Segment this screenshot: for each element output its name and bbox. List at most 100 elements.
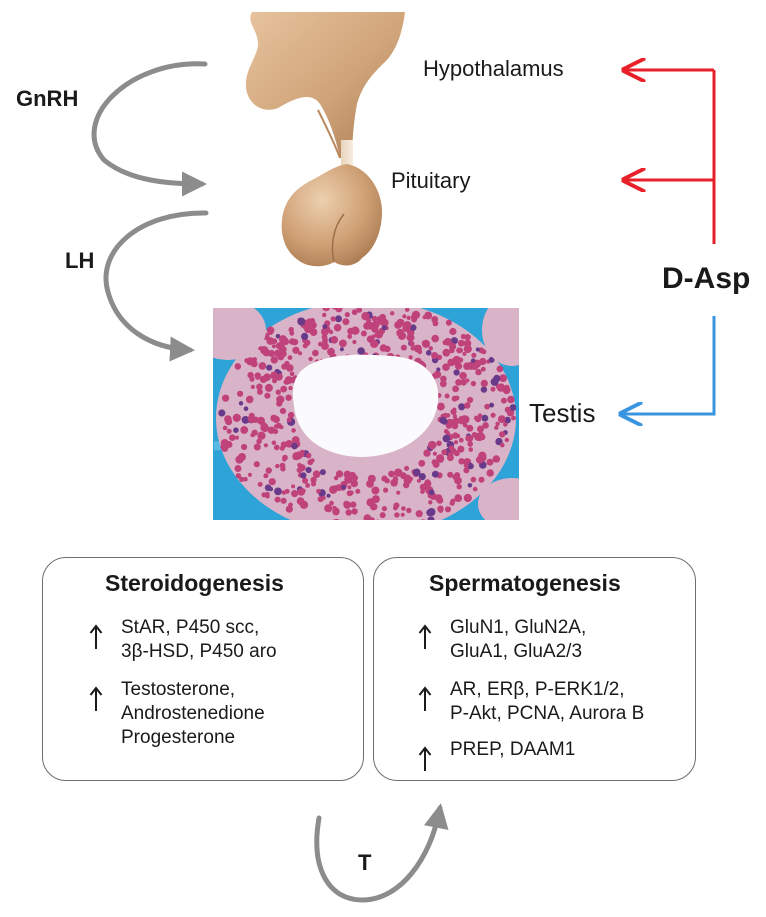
cell-nucleus bbox=[427, 516, 435, 520]
cell-nucleus bbox=[306, 521, 312, 527]
cell-nucleus bbox=[507, 395, 515, 404]
cell-nucleus bbox=[243, 476, 248, 482]
steroid-item-enzymes: StAR, P450 scc, 3β-HSD, P450 aro bbox=[89, 616, 349, 666]
cell-nucleus bbox=[329, 500, 334, 506]
cell-nucleus bbox=[266, 364, 273, 371]
cell-nucleus bbox=[457, 339, 465, 347]
cell-nucleus bbox=[478, 451, 487, 460]
cell-nucleus bbox=[272, 428, 279, 435]
cell-nucleus bbox=[275, 463, 280, 469]
cell-nucleus bbox=[258, 362, 267, 370]
cell-nucleus bbox=[467, 483, 473, 488]
cell-nucleus bbox=[335, 308, 343, 313]
cell-nucleus bbox=[221, 444, 229, 452]
cell-nucleus bbox=[504, 416, 511, 424]
cell-nucleus bbox=[267, 329, 274, 336]
cell-nucleus bbox=[504, 437, 509, 443]
cell-nucleus bbox=[239, 476, 245, 482]
cell-nucleus bbox=[380, 318, 389, 327]
cell-nucleus bbox=[488, 356, 495, 363]
cell-nucleus bbox=[379, 512, 386, 519]
cell-nucleus bbox=[499, 374, 507, 383]
cell-nucleus bbox=[436, 440, 442, 447]
cell-nucleus bbox=[275, 389, 281, 395]
cell-nucleus bbox=[475, 347, 480, 352]
cell-nucleus bbox=[406, 315, 411, 320]
steroidogenesis-box: Steroidogenesis StAR, P450 scc, 3β-HSD, … bbox=[42, 557, 364, 781]
cell-nucleus bbox=[428, 440, 437, 450]
cell-nucleus bbox=[452, 357, 461, 366]
cell-nucleus bbox=[309, 317, 316, 324]
cell-nucleus bbox=[376, 525, 383, 532]
cell-nucleus bbox=[272, 415, 280, 424]
item-line: P-Akt, PCNA, Aurora B bbox=[450, 703, 645, 724]
cell-nucleus bbox=[393, 502, 400, 509]
cell-nucleus bbox=[406, 333, 415, 342]
d-asp-red-arrows bbox=[624, 70, 716, 244]
testis-histology-image bbox=[213, 308, 519, 535]
cell-nucleus bbox=[439, 380, 447, 388]
cell-nucleus bbox=[312, 470, 321, 479]
cell-nucleus bbox=[482, 422, 489, 429]
cell-nucleus bbox=[447, 454, 454, 462]
cell-nucleus bbox=[299, 500, 309, 509]
cell-nucleus bbox=[286, 417, 292, 423]
cell-nucleus bbox=[511, 415, 516, 421]
gnrh-label: GnRH bbox=[16, 86, 79, 111]
cell-nucleus bbox=[341, 484, 346, 490]
cell-nucleus bbox=[408, 476, 413, 482]
cell-nucleus bbox=[399, 523, 404, 528]
cell-nucleus bbox=[303, 319, 312, 328]
cell-nucleus bbox=[458, 458, 465, 465]
cell-nucleus bbox=[363, 514, 372, 520]
cell-nucleus bbox=[319, 469, 326, 476]
cell-nucleus bbox=[409, 341, 415, 347]
cell-nucleus bbox=[361, 522, 367, 528]
cell-nucleus bbox=[453, 369, 460, 376]
cell-nucleus bbox=[442, 348, 451, 357]
cell-nucleus bbox=[344, 312, 350, 318]
cell-nucleus bbox=[390, 311, 395, 316]
cell-nucleus bbox=[229, 434, 236, 442]
cell-nucleus bbox=[480, 366, 486, 372]
cell-nucleus bbox=[454, 494, 463, 502]
cell-nucleus bbox=[275, 333, 281, 339]
cell-nucleus bbox=[339, 527, 347, 535]
cell-nucleus bbox=[470, 358, 476, 364]
cell-nucleus bbox=[247, 371, 254, 379]
cell-nucleus bbox=[470, 380, 477, 387]
cell-nucleus bbox=[402, 314, 407, 319]
cell-nucleus bbox=[285, 505, 293, 513]
cell-nucleus bbox=[481, 349, 487, 355]
cell-nucleus bbox=[301, 332, 309, 340]
cell-nucleus bbox=[268, 478, 276, 486]
cell-nucleus bbox=[279, 445, 285, 451]
cell-nucleus bbox=[452, 385, 459, 393]
cell-nucleus bbox=[461, 415, 467, 420]
cell-nucleus bbox=[436, 454, 445, 463]
cell-nucleus bbox=[504, 406, 511, 413]
sperm-item-prep: PREP, DAAM1 bbox=[418, 738, 688, 771]
cell-nucleus bbox=[246, 357, 255, 366]
pituitary-stalk bbox=[341, 140, 353, 166]
cell-nucleus bbox=[458, 437, 464, 443]
cell-nucleus bbox=[459, 372, 467, 380]
cell-nucleus bbox=[285, 440, 293, 448]
cell-nucleus bbox=[499, 431, 506, 438]
cell-nucleus bbox=[235, 473, 242, 479]
cell-nucleus bbox=[489, 402, 495, 408]
cell-nucleus bbox=[359, 523, 367, 531]
cell-nucleus bbox=[431, 334, 440, 343]
cell-nucleus bbox=[401, 506, 406, 511]
cell-nucleus bbox=[238, 401, 244, 406]
cell-nucleus bbox=[322, 308, 331, 312]
cell-nucleus bbox=[400, 344, 407, 351]
cell-nucleus bbox=[232, 413, 241, 422]
cell-nucleus bbox=[333, 323, 342, 332]
cell-nucleus bbox=[271, 344, 276, 349]
cell-nucleus bbox=[279, 407, 287, 415]
cell-nucleus bbox=[291, 490, 299, 498]
cell-nucleus bbox=[471, 352, 477, 358]
cell-nucleus bbox=[428, 489, 435, 496]
cell-nucleus bbox=[471, 432, 478, 438]
